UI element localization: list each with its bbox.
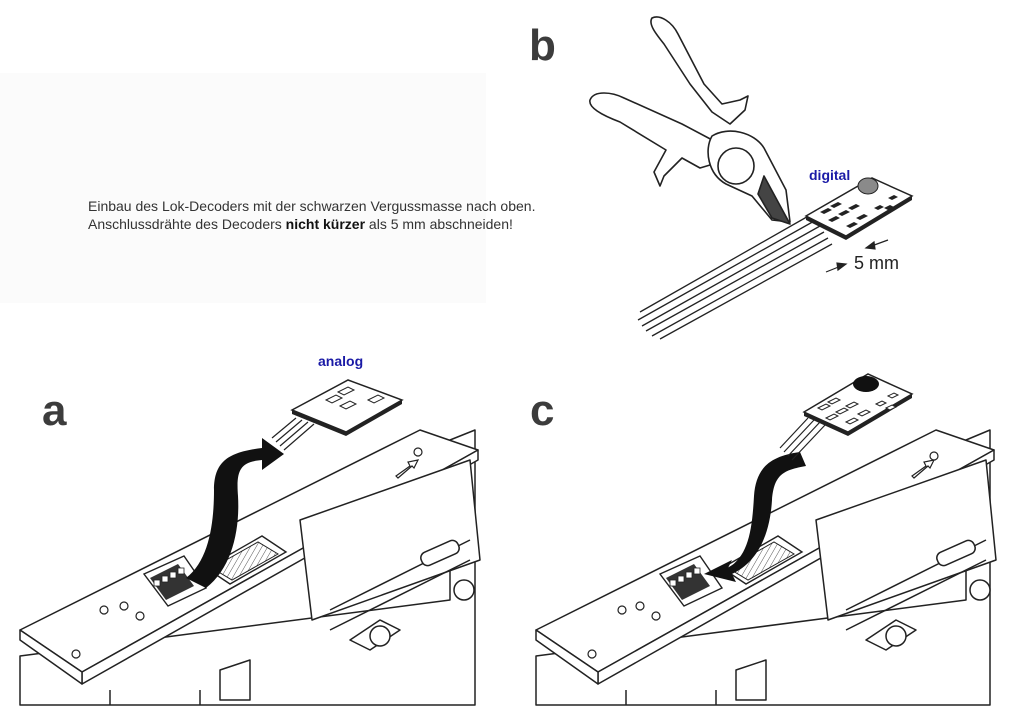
instruction-text: Einbau des Lok-Decoders mit der schwarze… — [88, 197, 538, 233]
analog-label: analog — [318, 353, 364, 369]
decoder-board-icon — [804, 177, 914, 240]
pliers-icon — [589, 16, 791, 225]
panel-letter-b: b — [529, 21, 556, 70]
instruction-box: Einbau des Lok-Decoders mit der schwarze… — [0, 73, 535, 303]
decoder-socket-a — [142, 535, 288, 607]
instruction-text-part2: als 5 mm abschneiden! — [365, 216, 513, 232]
arrow-down-icon — [704, 452, 806, 582]
decoder-wires-b — [637, 213, 833, 340]
instruction-text-part1: Einbau des Lok-Decoders mit der schwarze… — [88, 198, 536, 232]
dimension-arrows — [825, 239, 889, 273]
panel-letter-c: c — [530, 386, 555, 435]
digital-label: digital — [809, 167, 851, 183]
analog-decoder-board — [271, 379, 404, 451]
screw-icon — [71, 447, 423, 659]
decoder-socket-c — [658, 535, 804, 607]
instruction-text-bold: nicht kürzer — [285, 216, 366, 232]
digital-decoder-board-c — [779, 373, 914, 461]
arrow-icon — [186, 438, 284, 588]
panel-letter-a: a — [42, 386, 67, 435]
direction-arrow-c — [911, 459, 936, 479]
screw-icon-c — [587, 451, 939, 659]
direction-arrow-a — [395, 459, 420, 479]
dimension-label: 5 mm — [854, 253, 899, 273]
